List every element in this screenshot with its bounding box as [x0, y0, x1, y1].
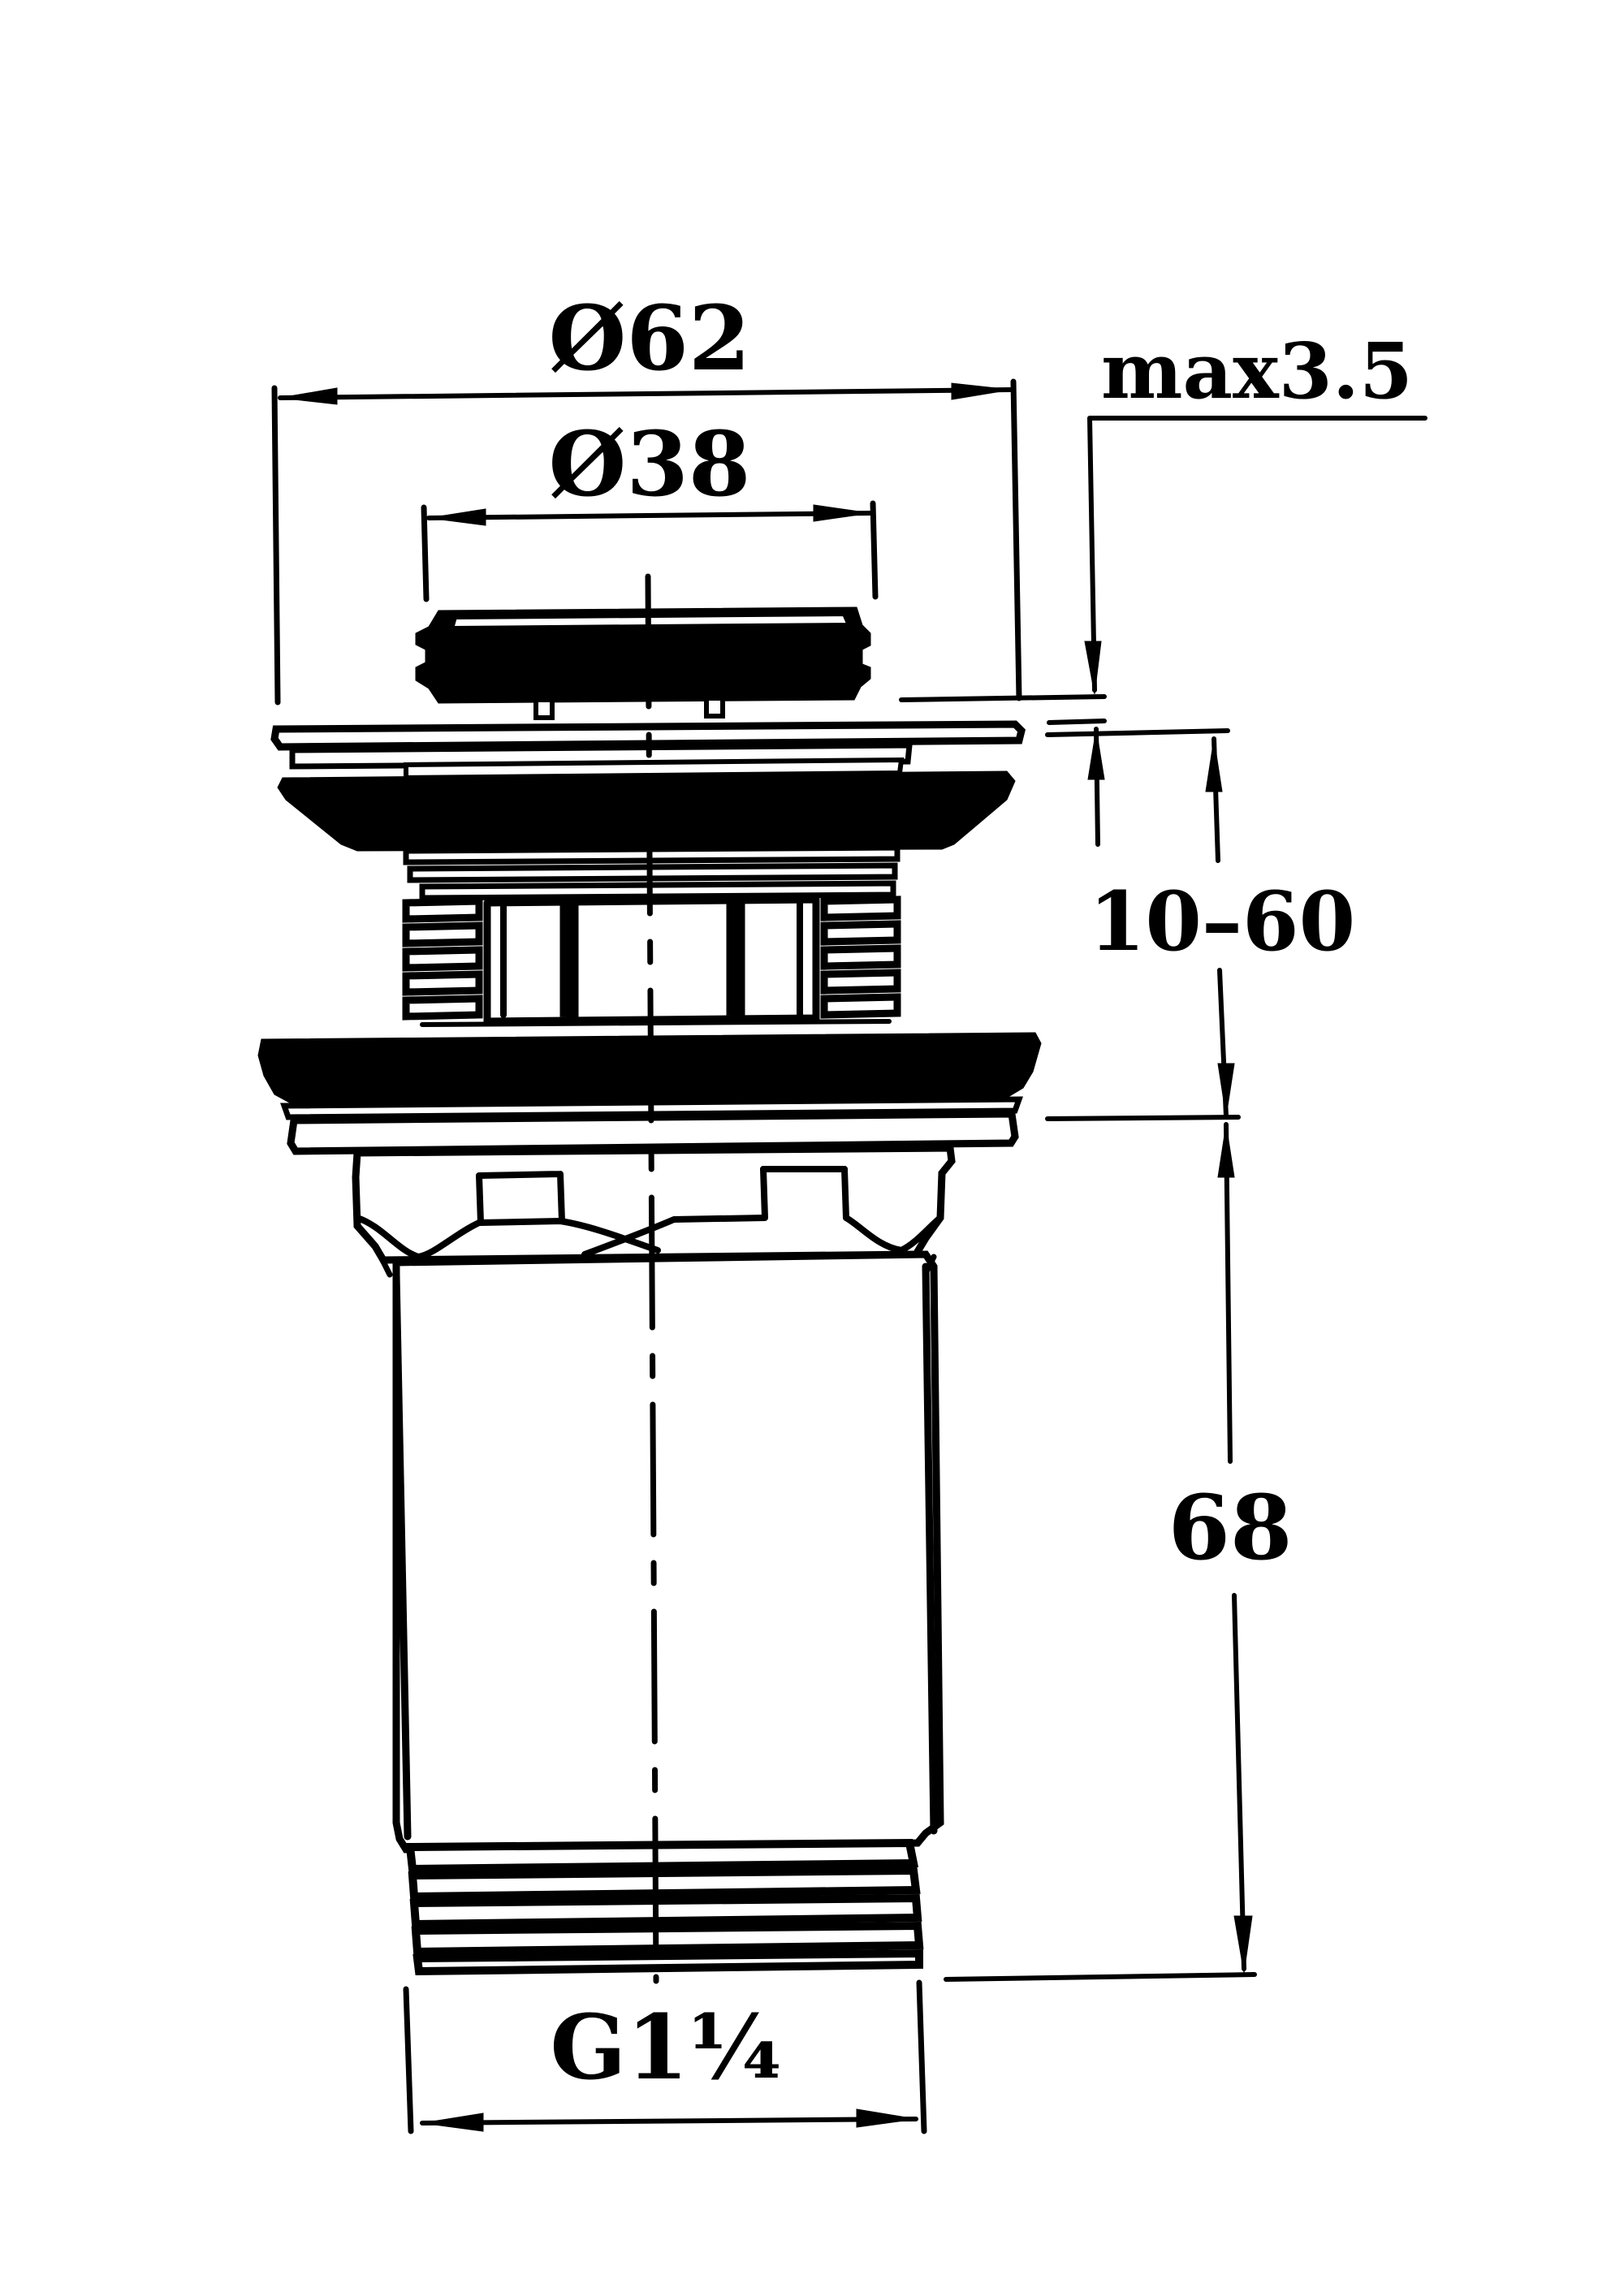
- centerline: [645, 573, 659, 1984]
- upper-flange: [270, 720, 1026, 852]
- dimension-outer-diameter-label: Ø62: [549, 286, 751, 391]
- plug-cap: [415, 606, 871, 720]
- dimension-inner-diameter: Ø38: [421, 412, 879, 602]
- dimension-flange-max: max3.5: [899, 326, 1427, 847]
- dimension-inner-diameter-label: Ø38: [549, 412, 751, 516]
- dimension-clamp-range: 10–60: [1045, 728, 1355, 1121]
- dimension-body-length-label: 68: [1168, 1475, 1292, 1580]
- dimension-clamp-range-label: 10–60: [1089, 874, 1355, 969]
- dimension-outer-diameter: Ø62: [271, 286, 1022, 706]
- bottom-thread: [405, 1838, 924, 1976]
- body-tube: [378, 1250, 944, 1854]
- dimension-thread: G1¼: [403, 1979, 927, 2134]
- dimension-thread-label: G1¼: [550, 1995, 781, 2100]
- dimension-flange-max-label: max3.5: [1101, 326, 1413, 416]
- dimension-body-length: 68: [944, 1122, 1293, 1982]
